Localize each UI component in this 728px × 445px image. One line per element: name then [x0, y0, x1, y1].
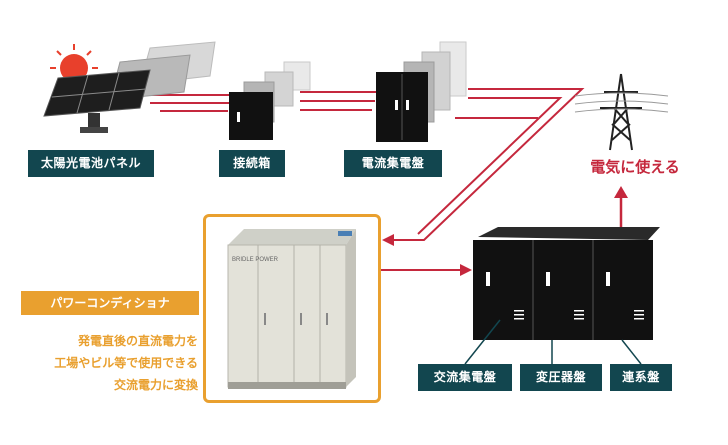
power-tower-icon: [600, 73, 642, 151]
junction-box-label: 接続箱: [219, 150, 285, 177]
power-lines: [574, 92, 669, 113]
pcs-desc-line1: 発電直後の直流電力を: [77, 334, 198, 348]
junction-box-illustration: [229, 61, 311, 140]
pcs-brand-text: BRIDLE POWER: [232, 257, 279, 263]
transformer-panel-label: 変圧器盤: [520, 364, 602, 391]
interconnection-panel-label: 連系盤: [610, 364, 672, 391]
solar-panel-illustration: [43, 41, 216, 133]
power-usable-label: 電気に使える: [590, 158, 680, 176]
collector-to-pcs-lines: [390, 88, 585, 241]
collector-panel-label: 電流集電盤: [344, 150, 442, 177]
arrow-to-pcs: [382, 234, 394, 246]
arrow-to-panels: [460, 264, 472, 276]
solar-panel-label: 太陽光電池パネル: [28, 150, 154, 177]
pcs-desc-line2: 工場やビル等で使用できる: [54, 356, 198, 370]
pcs-frame: BRIDLE POWER: [203, 214, 381, 403]
pcs-cabinet-illustration: BRIDLE POWER: [227, 229, 356, 389]
pcs-desc-line3: 交流電力に変換: [113, 378, 198, 392]
ac-panel-leader-lines: [464, 319, 642, 365]
arrow-to-tower: [614, 186, 628, 198]
ac-collector-panel-label: 交流集電盤: [418, 364, 512, 391]
pcs-title: パワーコンディショナ: [21, 291, 199, 315]
sun-icon: [60, 54, 88, 82]
junction-to-collector-lines: [300, 91, 380, 111]
collector-panel-illustration: [376, 41, 467, 142]
ac-panel-illustration: [473, 227, 660, 340]
